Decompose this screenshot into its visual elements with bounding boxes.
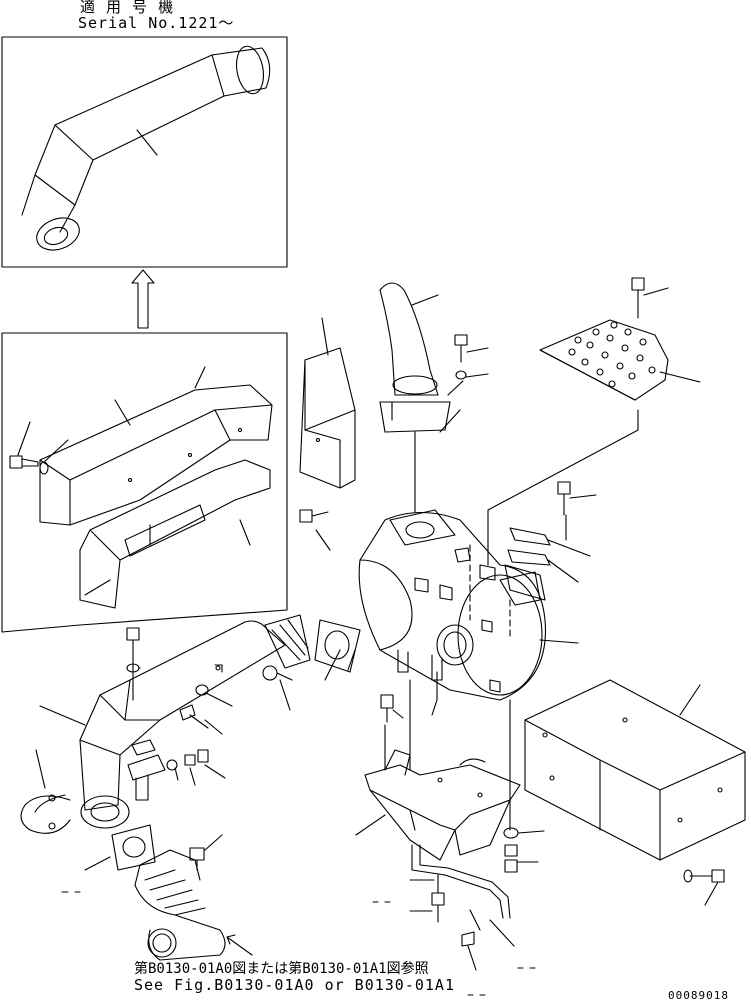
inset-box-cover xyxy=(2,333,287,632)
reference-note-en: See Fig.B0130-01A0 or B0130-01A1 xyxy=(134,976,455,994)
inset-box-serial xyxy=(2,37,287,267)
exhaust-pipe-serial-variant xyxy=(22,44,270,256)
drawing-number: 00089018 xyxy=(668,989,729,1002)
applicable-serial-label-jp: 適 用 号 機 xyxy=(80,0,175,16)
muffler xyxy=(359,510,545,700)
tube-bolt-icon xyxy=(127,628,139,700)
shield-bolt-icon xyxy=(300,510,328,522)
upper-exhaust-elbow xyxy=(380,283,450,432)
flexible-tube xyxy=(135,850,225,960)
cover-assembly xyxy=(40,385,272,608)
plate-bolt-icon xyxy=(632,278,644,318)
side-bolt-icon xyxy=(180,705,208,728)
flex-bolt-icon xyxy=(190,848,204,870)
lower-bolt-icon xyxy=(432,893,444,922)
lower-gasket xyxy=(112,825,155,870)
flange-gasket xyxy=(505,528,550,600)
muffler-bolt-icon xyxy=(558,482,570,515)
muffler-guard xyxy=(525,680,745,860)
heat-shield xyxy=(300,348,355,488)
leader-serial-pipe xyxy=(137,130,157,155)
bracket-bolt-icon xyxy=(381,695,393,722)
flange-plate xyxy=(315,620,360,672)
exhaust-tube-lower xyxy=(80,615,310,828)
muffler-bracket xyxy=(365,750,520,860)
guard-bolt-icon xyxy=(684,870,724,882)
mounting-plate xyxy=(540,320,668,400)
u-clamp xyxy=(21,795,70,833)
nozzle-bolt-icon xyxy=(263,666,292,680)
drain-pipe xyxy=(412,845,510,918)
elbow-bolt-icon xyxy=(455,335,467,362)
up-arrow-icon xyxy=(132,270,154,328)
serial-number-label: Serial No.1221～ xyxy=(78,14,235,32)
ref-arrow-icon xyxy=(227,935,252,955)
reference-note-jp: 第B0130-01A0図または第B0130-01A1図参照 xyxy=(134,961,429,977)
tube-bracket xyxy=(128,740,165,800)
